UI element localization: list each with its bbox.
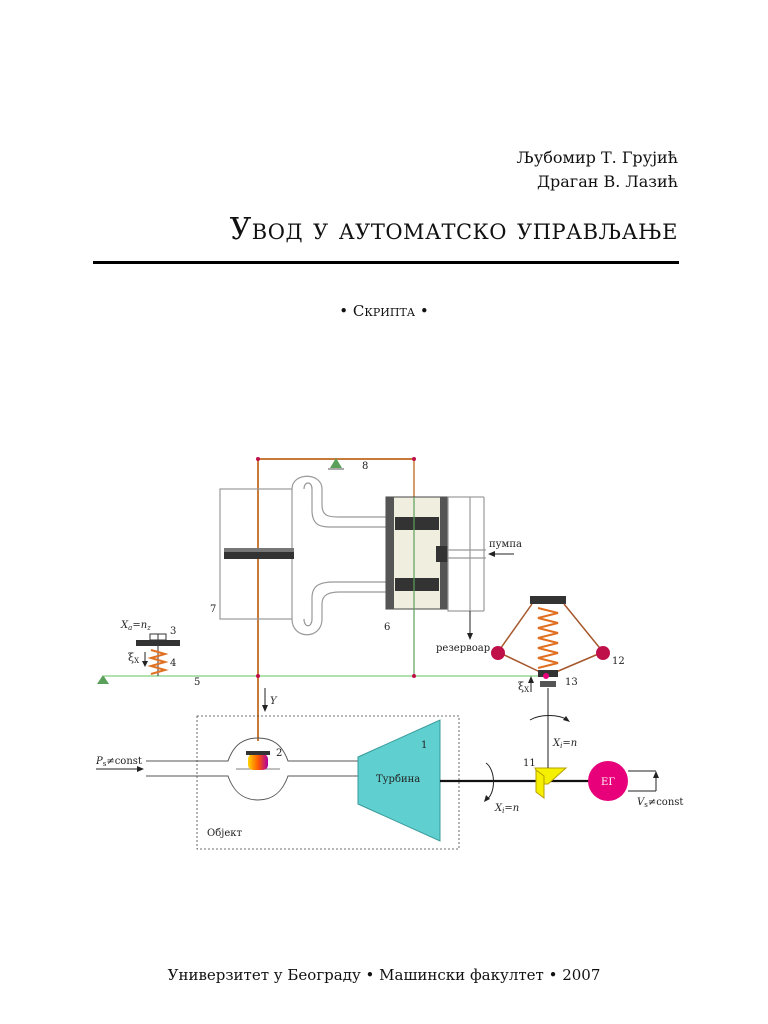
y-arrow xyxy=(262,688,268,712)
setpoint-label: Xa=nz xyxy=(120,620,151,632)
label-1: 1 xyxy=(421,740,427,751)
author-name: Драган В. Лазић xyxy=(537,172,678,191)
title-rule xyxy=(93,261,679,264)
page-title: Увод у аутоматско управљање xyxy=(229,212,678,247)
label-4: 4 xyxy=(170,658,176,669)
authors-block: Љубомир Т. Грујић Драган В. Лазић xyxy=(517,146,679,194)
pivot-support xyxy=(328,458,344,470)
servomotor-cylinder xyxy=(219,475,386,636)
feedback-line xyxy=(97,609,548,684)
label-8: 8 xyxy=(362,461,368,472)
generator-label: ЕГ xyxy=(601,777,615,788)
xi-governor-label: ξX xyxy=(518,680,529,694)
pump-label: пумпа xyxy=(489,539,522,550)
reservoir-arrow xyxy=(467,611,473,640)
label-2: 2 xyxy=(276,748,282,759)
load-indicator xyxy=(628,770,659,792)
reservoir-label: резервоар xyxy=(436,643,490,654)
subtitle: • Скрипта • xyxy=(339,302,429,320)
author-name: Љубомир Т. Грујић xyxy=(516,148,679,167)
footer-publisher: Универзитет у Београду • Машински факулт… xyxy=(167,966,601,984)
object-boundary xyxy=(196,715,460,850)
shaft-speed-label: Xi=n xyxy=(494,803,519,815)
y-label: Y xyxy=(270,696,278,707)
load-label: Vs≠const xyxy=(637,797,683,809)
label-13: 13 xyxy=(565,677,578,688)
label-6: 6 xyxy=(384,622,390,633)
ps-arrow xyxy=(96,766,144,772)
servo-valve xyxy=(385,496,486,612)
turbine-label: Турбина xyxy=(376,774,420,785)
pump-arrow xyxy=(488,551,514,557)
label-12: 12 xyxy=(612,656,625,667)
object-label: Објект xyxy=(207,828,242,839)
turbine xyxy=(357,719,441,842)
ps-label: Ps≠const xyxy=(95,756,142,768)
setpoint-adjuster xyxy=(136,633,180,676)
electric-generator xyxy=(588,761,628,801)
centrifugal-governor xyxy=(491,596,610,687)
xi-governor-arrow xyxy=(528,676,534,692)
governor-rotation-arrow xyxy=(529,715,569,721)
label-3: 3 xyxy=(170,626,176,637)
steam-valve xyxy=(146,737,358,801)
label-7: 7 xyxy=(210,604,216,615)
label-5: 5 xyxy=(194,677,200,688)
xi-setpoint-label: ξX xyxy=(128,651,139,665)
label-11: 11 xyxy=(523,758,536,769)
governor-speed-label: Xi=n xyxy=(552,738,577,750)
bevel-gear xyxy=(534,767,568,799)
